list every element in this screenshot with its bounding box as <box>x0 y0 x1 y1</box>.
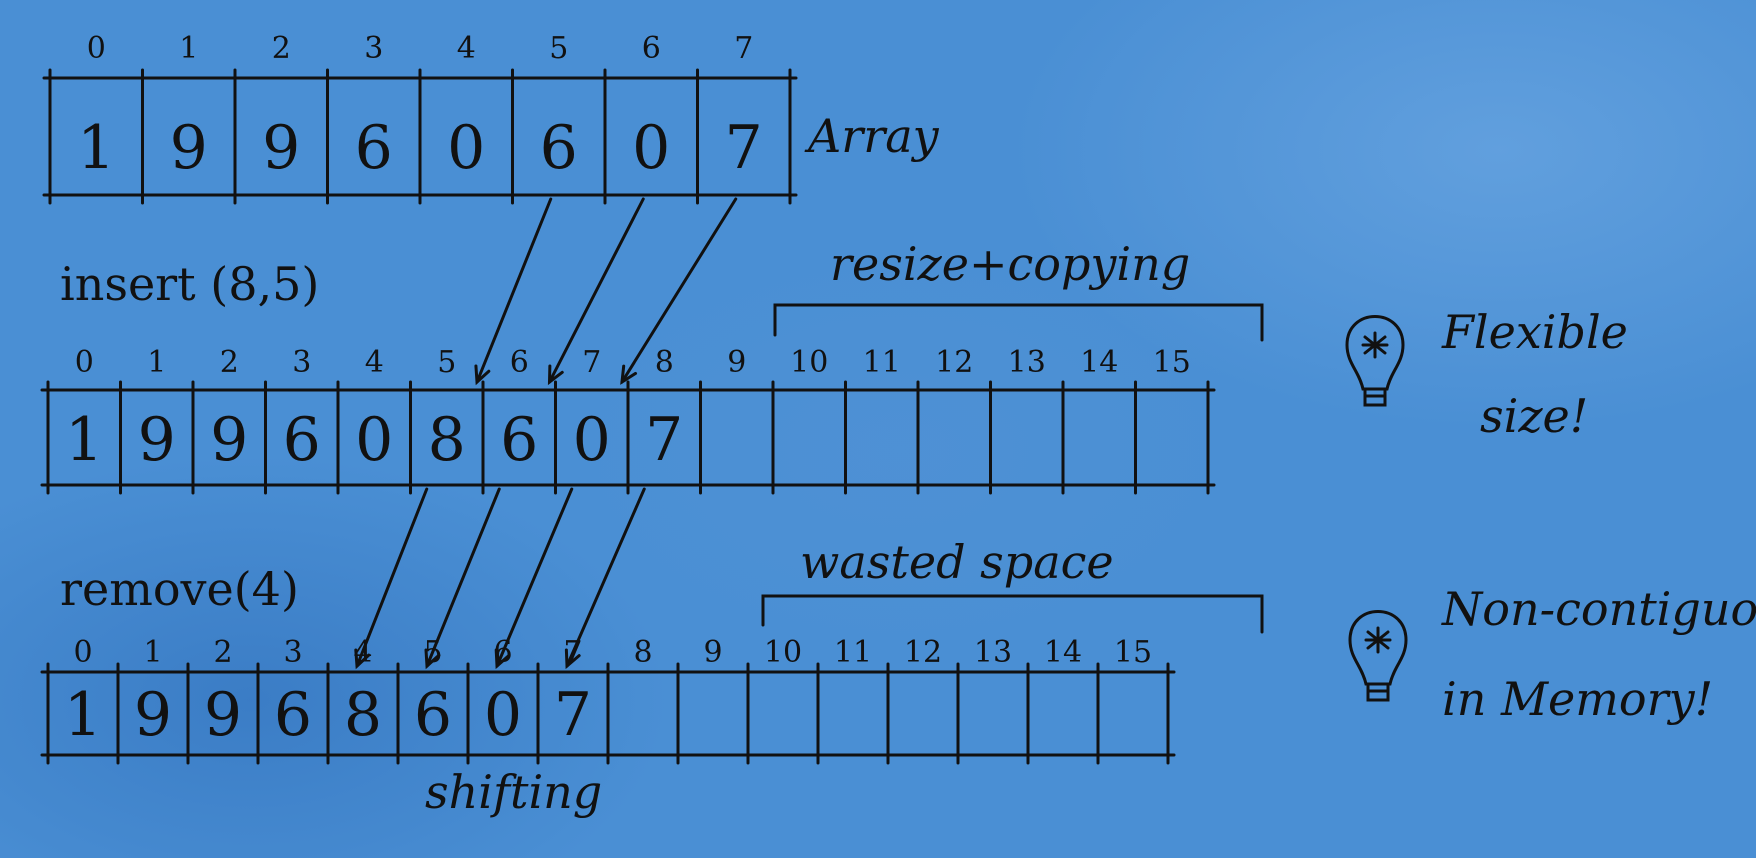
cell-index: 10 <box>764 635 802 670</box>
cell-index: 14 <box>1080 345 1118 380</box>
cell-index: 11 <box>863 345 901 380</box>
cell-index: 2 <box>220 345 239 380</box>
cell-value: 6 <box>355 113 393 183</box>
cell-index: 4 <box>457 31 476 66</box>
cell-value: 9 <box>170 113 208 183</box>
cell-value: 6 <box>414 680 452 750</box>
lightbulb-icon <box>1348 610 1408 702</box>
cell-value: 6 <box>500 405 538 475</box>
cell-index: 12 <box>904 635 942 670</box>
shift-arrow <box>494 487 574 670</box>
cell-value: 8 <box>428 405 466 475</box>
cell-value: 7 <box>645 405 683 475</box>
cell-value: 0 <box>355 405 393 475</box>
remove-operation-label: remove(4) <box>60 562 299 616</box>
cell-index: 0 <box>87 31 106 66</box>
shift-arrow <box>424 487 501 670</box>
cell-index: 2 <box>213 635 232 670</box>
cell-value: 7 <box>725 113 763 183</box>
cell-value: 7 <box>554 680 592 750</box>
cell-value: 9 <box>262 113 300 183</box>
cell-value: 9 <box>210 405 248 475</box>
cell-index: 15 <box>1114 635 1152 670</box>
insert-operation-label: insert (8,5) <box>60 257 319 311</box>
cell-value: 1 <box>64 680 102 750</box>
cell-index: 3 <box>292 345 311 380</box>
cell-index: 5 <box>549 31 568 66</box>
cell-value: 0 <box>632 113 670 183</box>
cell-index: 3 <box>364 31 383 66</box>
cell-index: 0 <box>73 635 92 670</box>
resize-bracket <box>773 303 1264 342</box>
cell-index: 9 <box>703 635 722 670</box>
cell-value: 8 <box>344 680 382 750</box>
shift-arrow <box>354 487 429 670</box>
cell-index: 1 <box>147 345 166 380</box>
note2-line2: in Memory! <box>1442 672 1713 726</box>
cell-index: 10 <box>790 345 828 380</box>
cell-index: 5 <box>437 345 456 380</box>
cell-index: 1 <box>179 31 198 66</box>
cell-value: 6 <box>274 680 312 750</box>
cell-value: 0 <box>484 680 522 750</box>
note1-line2: size! <box>1480 389 1588 443</box>
cell-value: 9 <box>138 405 176 475</box>
cell-value: 1 <box>65 405 103 475</box>
array-label: Array <box>804 109 940 163</box>
cell-value: 9 <box>134 680 172 750</box>
cell-value: 6 <box>283 405 321 475</box>
cell-value: 0 <box>573 405 611 475</box>
cell-value: 6 <box>540 113 578 183</box>
cell-index: 12 <box>935 345 973 380</box>
shift-arrow <box>620 197 738 385</box>
note2-line1: Non-contiguous <box>1441 582 1756 636</box>
cell-index: 8 <box>655 345 674 380</box>
cell-index: 9 <box>727 345 746 380</box>
cell-index: 8 <box>633 635 652 670</box>
copy-arrows <box>354 197 738 670</box>
cell-index: 1 <box>143 635 162 670</box>
cell-value: 1 <box>77 113 115 183</box>
cell-index: 13 <box>974 635 1012 670</box>
wasted-space-label: wasted space <box>800 535 1114 589</box>
cell-index: 7 <box>582 345 601 380</box>
shift-arrow <box>564 487 646 670</box>
note1-line1: Flexible <box>1441 305 1628 359</box>
shift-arrow <box>547 197 645 386</box>
cell-value: 0 <box>447 113 485 183</box>
cell-index: 13 <box>1008 345 1046 380</box>
lightbulb-icon <box>1345 315 1405 407</box>
cell-index: 6 <box>642 31 661 66</box>
cell-index: 15 <box>1153 345 1191 380</box>
cell-index: 4 <box>365 345 384 380</box>
cell-index: 7 <box>734 31 753 66</box>
cell-index: 2 <box>272 31 291 66</box>
shifting-label: shifting <box>425 765 602 819</box>
shift-arrow <box>474 197 553 386</box>
cell-index: 0 <box>75 345 94 380</box>
cell-index: 6 <box>510 345 529 380</box>
cell-index: 3 <box>283 635 302 670</box>
cell-index: 14 <box>1044 635 1082 670</box>
wasted-space-bracket <box>761 594 1264 634</box>
cell-index: 11 <box>834 635 872 670</box>
resize-copying-label: resize+copying <box>830 237 1190 291</box>
cell-value: 9 <box>204 680 242 750</box>
